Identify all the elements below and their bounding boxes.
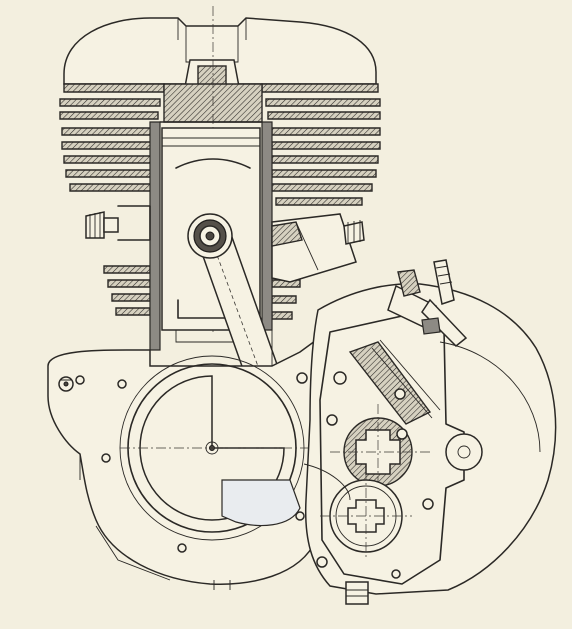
gearbox-housing	[303, 259, 557, 605]
cylinder-barrel	[61, 121, 381, 351]
gearbox-shafts	[320, 404, 430, 560]
cylinder-head	[59, 6, 381, 332]
crankcase	[47, 328, 341, 590]
head-cooling-fins	[59, 83, 381, 123]
kickstart-mechanism	[348, 259, 468, 425]
